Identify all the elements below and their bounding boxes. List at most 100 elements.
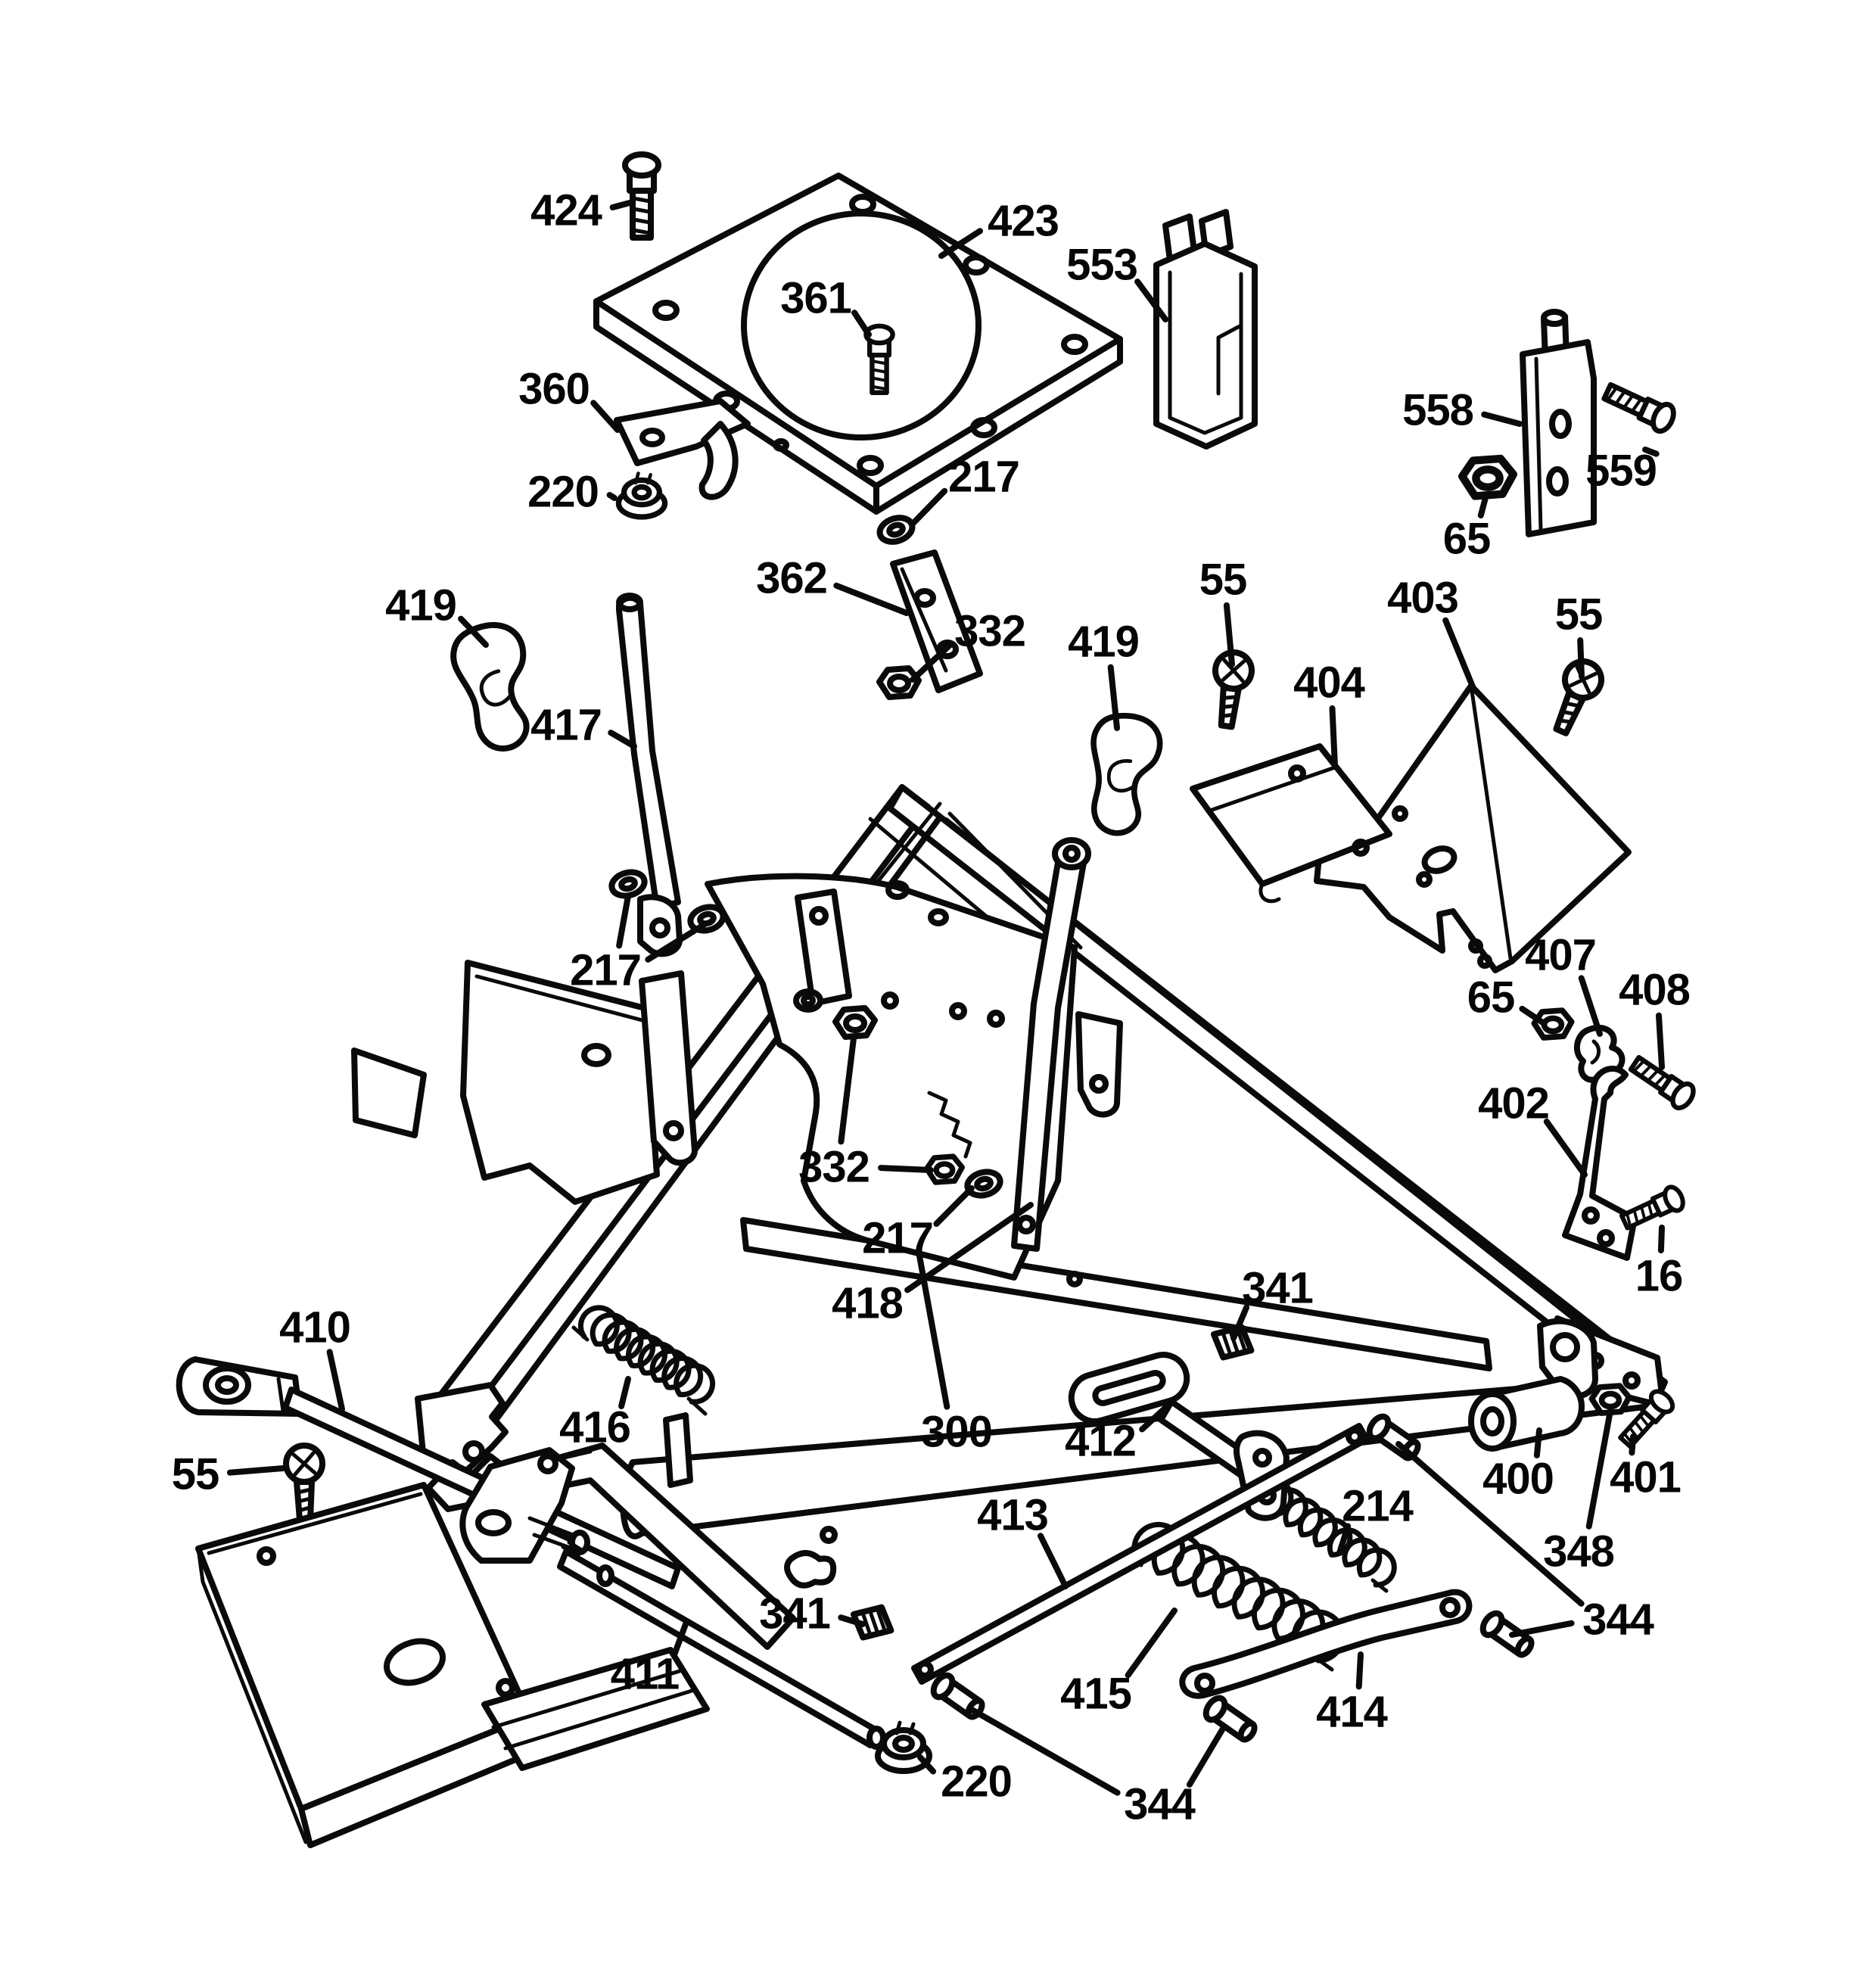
part-label-55: 55 xyxy=(1555,590,1603,640)
leader-line-361 xyxy=(851,310,872,338)
leader-line-403 xyxy=(1442,617,1477,693)
leader-line-553 xyxy=(1134,279,1168,322)
bolt-424 xyxy=(625,154,658,238)
leader-line-220 xyxy=(606,492,618,501)
lift-link-top-cap xyxy=(1052,837,1091,870)
leader-line-401 xyxy=(1629,1433,1636,1456)
part-label-553: 553 xyxy=(1066,241,1137,290)
part-label-407: 407 xyxy=(1525,931,1596,980)
leader-line-344 xyxy=(1395,1441,1585,1607)
leader-line-341 xyxy=(838,1614,866,1627)
leader-line-360 xyxy=(590,400,621,433)
lever-417 xyxy=(616,593,683,957)
part-label-332: 332 xyxy=(798,1143,870,1192)
plate-hole xyxy=(970,417,997,438)
lift-link-bottom-hole xyxy=(1016,1215,1036,1234)
frame-chord-hole xyxy=(820,1526,838,1544)
leader-line-412 xyxy=(1139,1405,1168,1433)
frame-strap-a xyxy=(639,970,698,1166)
strap-b-bushing-hole xyxy=(801,994,816,1007)
nut-332-top xyxy=(879,668,919,697)
nut-332-mid xyxy=(835,1008,875,1037)
roller-assembly-400 xyxy=(1468,1318,1598,1452)
left-plate-hole xyxy=(581,1043,611,1067)
leader-line-400 xyxy=(1533,1427,1542,1458)
part-label-413: 413 xyxy=(977,1491,1048,1540)
hook-419-left xyxy=(450,622,533,753)
part-label-410: 410 xyxy=(279,1303,350,1352)
part-label-412: 412 xyxy=(1065,1417,1136,1466)
leader-line-404 xyxy=(1329,705,1338,769)
panel-hole xyxy=(987,1010,1005,1028)
leader-line-65 xyxy=(1477,492,1489,518)
leader-line-341 xyxy=(1230,1304,1250,1341)
part-label-217: 217 xyxy=(570,946,641,995)
leader-line-300 xyxy=(916,1249,950,1410)
seat-plate-423 xyxy=(593,173,1123,515)
bell-crank xyxy=(459,1447,590,1564)
leader-line-217 xyxy=(933,1185,975,1227)
part-label-344: 344 xyxy=(1582,1595,1654,1645)
part-label-424: 424 xyxy=(530,186,602,235)
tab-hole xyxy=(1089,1074,1109,1094)
flange-nut-220-bottom xyxy=(878,1723,929,1771)
plate-rivet xyxy=(773,438,789,452)
switch-bracket-558 xyxy=(1520,309,1597,537)
part-label-401: 401 xyxy=(1610,1453,1681,1502)
part-label-362: 362 xyxy=(756,554,827,603)
part-label-416: 416 xyxy=(559,1403,630,1452)
frame-chord-tab xyxy=(663,1412,693,1488)
bracket-360 xyxy=(614,398,751,500)
lift-link-top-hole xyxy=(1062,845,1081,863)
part-label-341: 341 xyxy=(759,1589,830,1639)
gusset-hole xyxy=(1622,1371,1641,1390)
part-label-361: 361 xyxy=(780,274,851,323)
pivot-rod-411 xyxy=(557,1540,886,1750)
part-label-411: 411 xyxy=(611,1650,680,1699)
part-label-65: 65 xyxy=(1443,515,1491,564)
part-label-55: 55 xyxy=(1199,556,1247,605)
part-label-404: 404 xyxy=(1293,658,1365,708)
leader-line-65 xyxy=(1519,1005,1547,1026)
frame-hanging-tab xyxy=(1075,1011,1123,1118)
leader-line-411 xyxy=(671,1621,689,1657)
cover-plate-404 xyxy=(1190,743,1392,904)
part-label-332: 332 xyxy=(954,607,1025,656)
bracket-360-hook xyxy=(698,421,739,500)
part-label-559: 559 xyxy=(1585,447,1657,496)
screw-55-right xyxy=(1544,655,1607,738)
leader-line-417 xyxy=(608,730,637,749)
clip-341-right xyxy=(1213,1327,1252,1359)
leader-line-414 xyxy=(1355,1651,1364,1690)
part-label-16: 16 xyxy=(1635,1252,1683,1301)
part-label-400: 400 xyxy=(1482,1455,1554,1504)
latch-channel-553 xyxy=(1153,209,1258,450)
leader-line-407 xyxy=(1578,975,1603,1037)
part-label-214: 214 xyxy=(1342,1482,1414,1531)
part-label-217: 217 xyxy=(948,453,1019,502)
part-label-419: 419 xyxy=(385,581,456,630)
leader-line-16 xyxy=(1657,1225,1665,1254)
leader-line-423 xyxy=(938,228,983,259)
part-label-423: 423 xyxy=(988,197,1059,246)
leader-line-558 xyxy=(1481,411,1523,427)
leader-line-410 xyxy=(326,1349,345,1412)
frame-chord-hook-cutout xyxy=(784,1550,837,1589)
leader-line-217 xyxy=(616,893,631,949)
screw-559 xyxy=(1601,379,1678,434)
leader-line-419 xyxy=(1107,664,1120,731)
part-label-419: 419 xyxy=(1068,618,1139,667)
leader-line-217 xyxy=(645,922,707,963)
part-label-55: 55 xyxy=(172,1450,219,1499)
plate-hole xyxy=(849,194,876,215)
frame-mid-rail-hole xyxy=(1066,1271,1083,1287)
nut-65-top xyxy=(1462,459,1514,496)
leader-line-416 xyxy=(618,1376,631,1409)
bracket-402 xyxy=(1562,1066,1638,1261)
panel-hole xyxy=(881,991,899,1010)
part-label-408: 408 xyxy=(1619,966,1690,1015)
plate-hole xyxy=(1061,334,1088,355)
